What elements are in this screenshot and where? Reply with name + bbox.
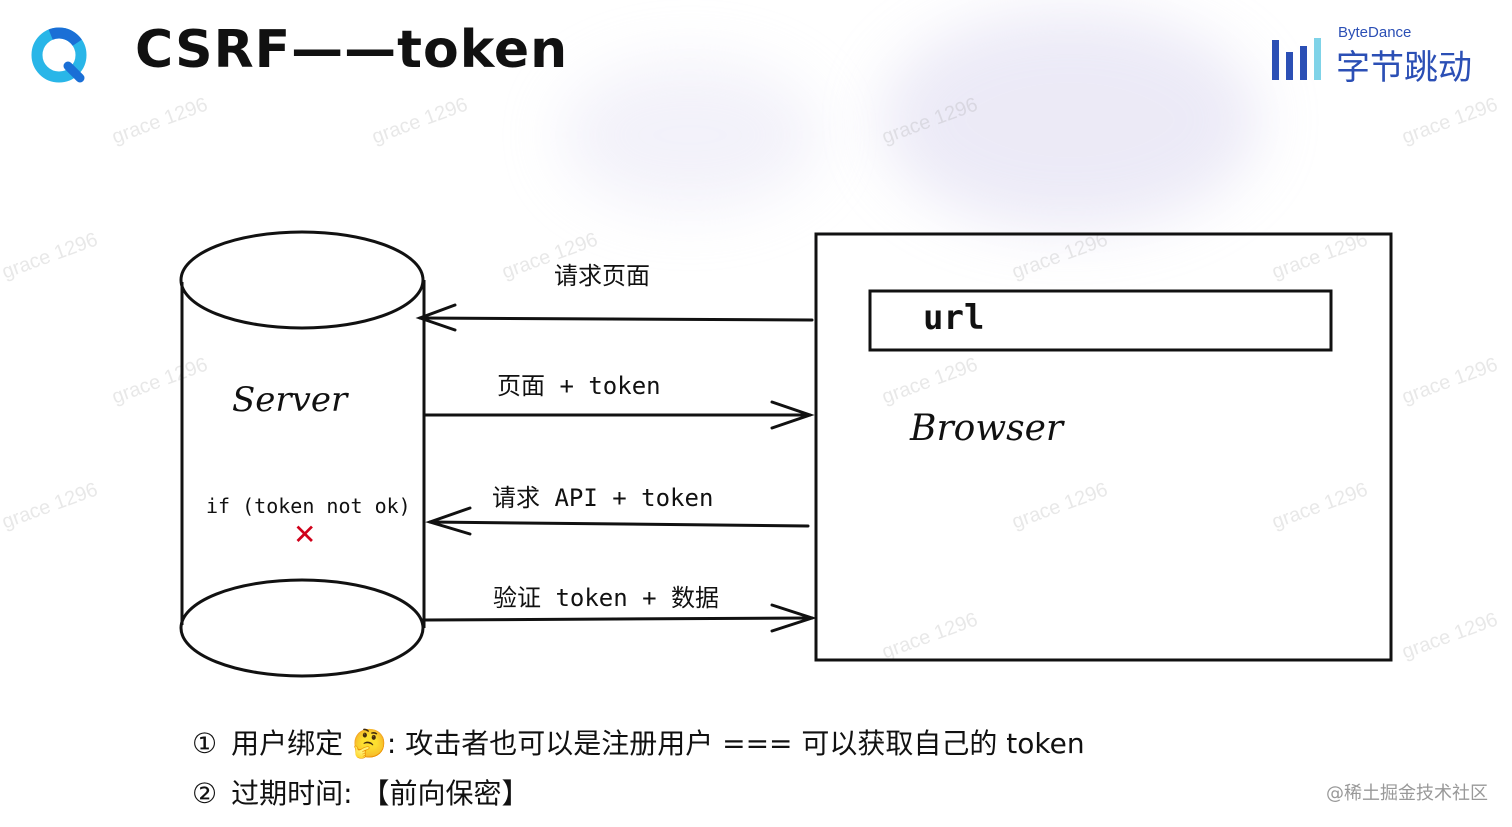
note-text: 用户绑定 🤔: 攻击者也可以是注册用户 === 可以获取自己的 token [231, 727, 1085, 760]
brand-logo: ByteDance 字节跳动 [1270, 24, 1490, 88]
arrow-request-api-token [425, 506, 810, 536]
note-user-binding: ① 用户绑定 🤔: 攻击者也可以是注册用户 === 可以获取自己的 token [192, 722, 1085, 762]
note-text: 过期时间: 【前向保密】 [231, 777, 530, 810]
arrow-label-page-token: 页面 + token [497, 372, 661, 400]
note-number: ② [192, 777, 218, 810]
footer-credit: @稀土掘金技术社区 [1326, 783, 1488, 804]
server-label: Server [232, 380, 348, 420]
brand-name-latin: ByteDance [1338, 24, 1412, 41]
server-cylinder [179, 230, 426, 678]
server-condition-label: if (token not ok) [206, 494, 411, 518]
brand-name: 字节跳动 [1336, 48, 1472, 88]
browser-box [814, 232, 1393, 662]
background-decoration [880, 10, 1260, 230]
arrow-label-verify-token-data: 验证 token + 数据 [493, 584, 720, 612]
note-number: ① [192, 727, 218, 760]
arrow-verify-token-data [423, 603, 817, 633]
background-decoration [560, 60, 820, 210]
app-logo-icon [31, 27, 87, 83]
note-expiry: ② 过期时间: 【前向保密】 [192, 772, 529, 812]
cross-icon: ✕ [293, 518, 317, 551]
arrow-label-request-api-token: 请求 API + token [492, 484, 714, 512]
url-label: url [923, 298, 985, 338]
url-bar [868, 289, 1333, 352]
browser-label: Browser [910, 408, 1064, 449]
arrow-label-request-page: 请求页面 [554, 262, 650, 290]
bytedance-bars-icon [1272, 38, 1321, 80]
page-title: CSRF——token [135, 20, 569, 80]
arrow-page-token [423, 400, 815, 430]
arrow-request-page [415, 303, 814, 332]
